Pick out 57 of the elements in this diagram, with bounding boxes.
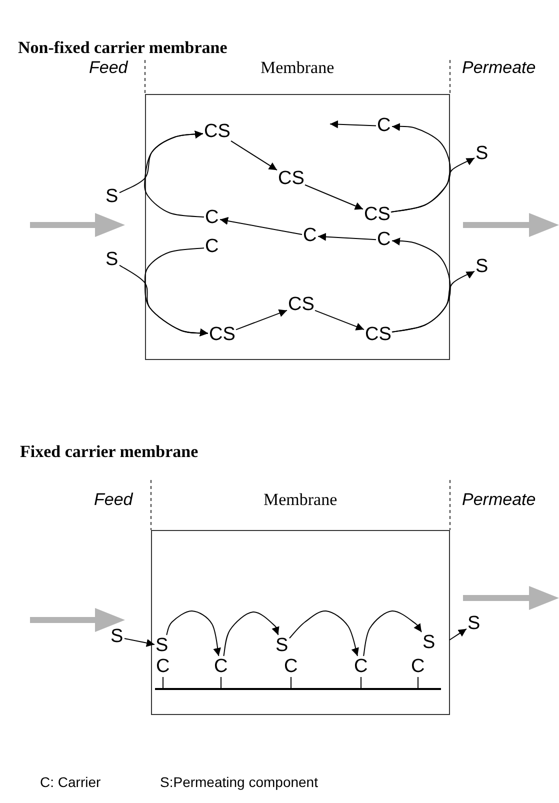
arrow	[392, 270, 475, 333]
side-label: Feed	[89, 58, 128, 78]
symbol-label: C	[284, 657, 298, 677]
connector-line	[220, 676, 222, 688]
side-label: Permeate	[462, 490, 536, 510]
symbol-label: C	[377, 230, 391, 250]
arrow	[304, 184, 364, 210]
symbol-label: S	[106, 250, 118, 270]
symbol-label: C	[156, 657, 170, 677]
symbol-label: S	[476, 144, 488, 164]
symbol-label: S	[422, 633, 436, 653]
side-label: Permeate	[462, 58, 536, 78]
symbol-label: C	[354, 657, 368, 677]
symbol-label: CS	[365, 325, 392, 345]
symbol-label: CS	[288, 295, 314, 315]
arrow	[363, 610, 422, 656]
membrane-heading: Membrane	[264, 490, 338, 510]
section-title: Non-fixed carrier membrane	[18, 38, 228, 58]
arrow	[289, 610, 360, 656]
connector-line	[360, 676, 362, 688]
symbol-label: S	[106, 187, 118, 207]
symbol-label: CS	[278, 169, 304, 189]
arrow	[330, 120, 376, 128]
symbol-label: C	[214, 657, 228, 677]
key-text: S:Permeating component	[160, 774, 318, 790]
arrow	[318, 232, 376, 241]
symbol-label: C	[303, 226, 317, 246]
symbol-label: C	[205, 237, 219, 257]
symbol-label: C	[377, 116, 391, 136]
symbol-label: CS	[209, 325, 236, 345]
symbol-label: CS	[364, 205, 390, 225]
arrow	[449, 628, 467, 640]
support-line	[155, 688, 441, 690]
arrow	[223, 612, 280, 656]
section-title: Fixed carrier membrane	[20, 442, 198, 462]
symbol-label: CS	[204, 122, 230, 142]
symbol-label: C	[411, 657, 425, 677]
arrow	[144, 130, 204, 218]
connector-line	[290, 676, 292, 688]
connector-line	[162, 676, 164, 688]
membrane-heading: Membrane	[260, 58, 334, 78]
symbol-label: S	[468, 614, 480, 634]
arrow	[236, 309, 288, 330]
arrow	[220, 216, 302, 236]
symbol-label: S	[156, 636, 168, 656]
arrow	[124, 638, 155, 647]
symbol-label: S	[110, 627, 124, 647]
symbol-label: C	[205, 208, 219, 228]
symbol-label: S	[476, 257, 488, 277]
arrow	[230, 140, 278, 171]
key-text: C: Carrier	[40, 774, 101, 790]
arrow	[314, 310, 364, 330]
arrow	[166, 610, 222, 656]
arrow	[390, 158, 475, 213]
arrow	[144, 247, 208, 337]
side-label: Feed	[94, 490, 133, 510]
symbol-label: S	[276, 636, 288, 656]
